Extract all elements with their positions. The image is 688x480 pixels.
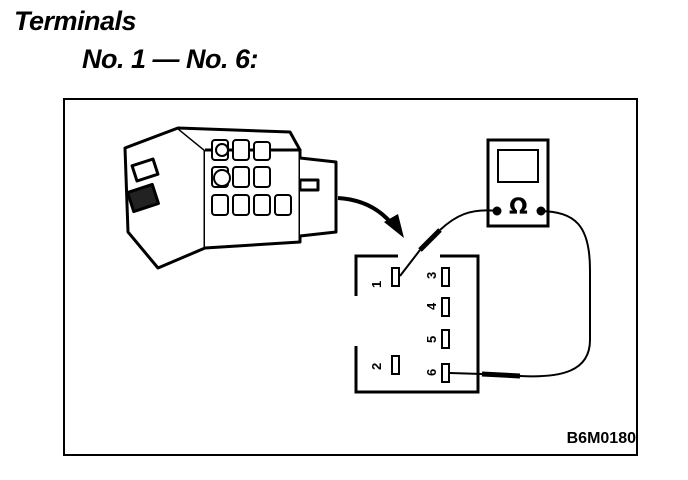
terminal-label-2: 2 [369, 363, 384, 370]
figure-code: B6M0180 [566, 430, 636, 447]
page-title: Terminals [14, 6, 137, 36]
terminal-label-4: 4 [424, 302, 439, 310]
diagram-frame [63, 98, 638, 456]
ohmmeter-icon [486, 138, 550, 228]
terminal-pins [391, 267, 450, 383]
terminal-face [354, 254, 480, 394]
test-leads [439, 209, 591, 378]
terminal-label-6: 6 [424, 369, 439, 376]
ohm-symbol: Ω [509, 195, 528, 220]
arrow-icon [337, 196, 404, 238]
terminal-label-5: 5 [424, 336, 439, 343]
switch-connector-icon [123, 126, 338, 270]
page-subtitle: No. 1 — No. 6: [82, 44, 259, 74]
terminal-label-1: 1 [369, 281, 384, 288]
probe-icon [399, 228, 442, 277]
probe-icon [449, 371, 521, 379]
terminal-label-3: 3 [424, 272, 439, 279]
